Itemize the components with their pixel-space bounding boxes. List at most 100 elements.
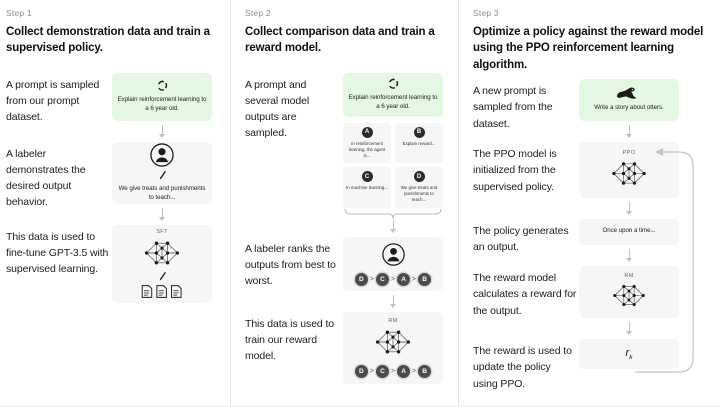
labeler-ranking-card: D > C > A > B: [343, 236, 443, 291]
step-2-desc-3: This data is used to train our reward mo…: [245, 317, 335, 363]
sft-label: SFT: [156, 228, 168, 235]
arrow-down: [157, 124, 167, 138]
step-3-flow-5: rk: [577, 338, 681, 369]
reward-card: rk: [579, 338, 679, 369]
ppo-label: PPO: [622, 149, 636, 156]
step-3-flow-2: PPO: [577, 141, 681, 219]
step-3-label: Step 3: [473, 8, 499, 18]
rank-pill: B: [418, 272, 432, 286]
step-1-label: Step 1: [6, 8, 32, 18]
step-3-desc-4: The reward model calculates a reward for…: [473, 271, 577, 317]
arrow-down: [388, 294, 398, 308]
step-3-row-1: A new prompt is sampled from the dataset…: [473, 78, 720, 142]
option-card: C In machine learning...: [343, 167, 391, 208]
neural-network-icon: [372, 325, 414, 359]
rank-separator: >: [412, 275, 417, 283]
step-2-row-3: This data is used to train our reward mo…: [245, 311, 458, 384]
labeler-card: We give treats and punishments to teach.…: [112, 141, 212, 204]
rm-model-card: RM: [343, 311, 443, 384]
step-3-desc-5: The reward is used to update the policy …: [473, 344, 572, 390]
recycle-loop-icon: [387, 77, 400, 90]
option-badge: C: [361, 171, 373, 183]
step-1-row-3: This data is used to fine-tune GPT-3.5 w…: [6, 224, 230, 303]
brace-icon: [343, 208, 443, 220]
prompt-card-text: Write a story about otters.: [594, 104, 664, 112]
step-3-column: Step 3 Optimize a policy against the rew…: [458, 0, 720, 407]
step-1-flow-1: Explain reinforcement learning to a 6 ye…: [110, 72, 214, 142]
step-2-flow-1: Explain reinforcement learning to a 6 ye…: [341, 72, 445, 237]
option-badge: B: [413, 126, 425, 138]
step-2-label: Step 2: [245, 8, 271, 18]
model-output-options: A In reinforcement learning, the agent i…: [343, 122, 443, 208]
step-3-flow-3: Once upon a time...: [577, 218, 681, 266]
step-2-row-1: A prompt and several model outputs are s…: [245, 72, 458, 237]
rank-pill: A: [397, 364, 411, 378]
arrow-down: [624, 248, 634, 262]
pen-icon: [158, 271, 167, 282]
rm-label: RM: [388, 317, 398, 324]
arrow-down: [624, 321, 634, 335]
option-card: B Explain reward...: [395, 122, 443, 164]
option-card: D We give treats and punishments to teac…: [395, 167, 443, 208]
option-text: Explain reward...: [402, 140, 436, 146]
step-2-desc-2: A labeler ranks the outputs from best to…: [245, 242, 336, 288]
person-avatar-icon: [149, 142, 175, 168]
step-3-desc-1: A new prompt is sampled from the dataset…: [473, 84, 553, 130]
step-1-desc-1: A prompt is sampled from our prompt data…: [6, 78, 100, 124]
rank-pill: B: [418, 364, 432, 378]
rank-separator: >: [390, 367, 396, 375]
reward-symbol: rk: [626, 347, 633, 361]
prompt-card-text: Explain reinforcement learning to a 6 ye…: [348, 94, 438, 111]
option-badge: A: [361, 126, 373, 138]
rm-model-card: RM: [579, 265, 679, 318]
reward-symbol-subscript: k: [629, 354, 633, 362]
option-text: In reinforcement learning, the agent is.…: [348, 140, 386, 158]
arrow-down: [388, 219, 398, 233]
output-card: Once upon a time...: [579, 218, 679, 245]
pen-icon: [158, 170, 167, 181]
step-3-flow-4: RM: [577, 265, 681, 339]
prompt-card: Explain reinforcement learning to a 6 ye…: [112, 72, 212, 121]
person-avatar-icon: [381, 242, 406, 267]
step-1-flow-3: SFT: [110, 224, 214, 303]
sft-model-card: SFT: [112, 224, 212, 303]
otter-icon: [614, 86, 644, 100]
step-3-row-2: The PPO model is initialized from the su…: [473, 141, 720, 219]
prompt-card: Explain reinforcement learning to a 6 ye…: [343, 72, 443, 117]
step-3-row-5: The reward is used to update the policy …: [473, 338, 720, 392]
rank-pill: A: [397, 272, 411, 286]
rank-separator: >: [369, 367, 374, 375]
step-2-flow-3: RM: [341, 311, 445, 384]
arrow-down: [624, 201, 634, 215]
step-3-desc-2: The PPO model is initialized from the su…: [473, 147, 557, 193]
step-1-flow-2: We give treats and punishments to teach.…: [110, 141, 214, 225]
labeler-card-text: We give treats and punishments to teach.…: [118, 185, 206, 202]
step-2-desc-1: A prompt and several model outputs are s…: [245, 78, 310, 140]
rank-pill: C: [375, 364, 389, 378]
rank-separator: >: [412, 367, 417, 375]
step-2-rows: A prompt and several model outputs are s…: [245, 72, 458, 384]
rank-pill: D: [354, 272, 368, 286]
ranking-row: D > C > A > B: [354, 364, 432, 378]
step-2-column: Step 2 Collect comparison data and train…: [230, 0, 458, 407]
step-2-flow-2: D > C > A > B: [341, 236, 445, 312]
step-1-row-2: A labeler demonstrates the desired outpu…: [6, 141, 230, 225]
step-3-desc-3: The policy generates an output.: [473, 224, 569, 254]
step-1-desc-3: This data is used to fine-tune GPT-3.5 w…: [6, 230, 109, 276]
ppo-model-card: PPO: [579, 141, 679, 198]
rank-pill: D: [354, 364, 368, 378]
prompt-card-text: Explain reinforcement learning to a 6 ye…: [117, 96, 207, 113]
step-2-title: Collect comparison data and train a rewa…: [245, 26, 435, 55]
documents-icon: [140, 284, 184, 299]
step-3-rows: A new prompt is sampled from the dataset…: [473, 78, 720, 392]
rm-label: RM: [624, 272, 634, 279]
arrow-down: [157, 207, 167, 221]
option-badge: D: [413, 171, 425, 183]
output-card-text: Once upon a time...: [602, 227, 656, 235]
rank-separator: >: [390, 275, 396, 283]
rank-separator: >: [369, 275, 374, 283]
recycle-loop-icon: [156, 79, 169, 92]
step-3-row-4: The reward model calculates a reward for…: [473, 265, 720, 339]
step-1-row-1: A prompt is sampled from our prompt data…: [6, 72, 230, 142]
step-3-title: Optimize a policy against the reward mod…: [473, 26, 704, 71]
